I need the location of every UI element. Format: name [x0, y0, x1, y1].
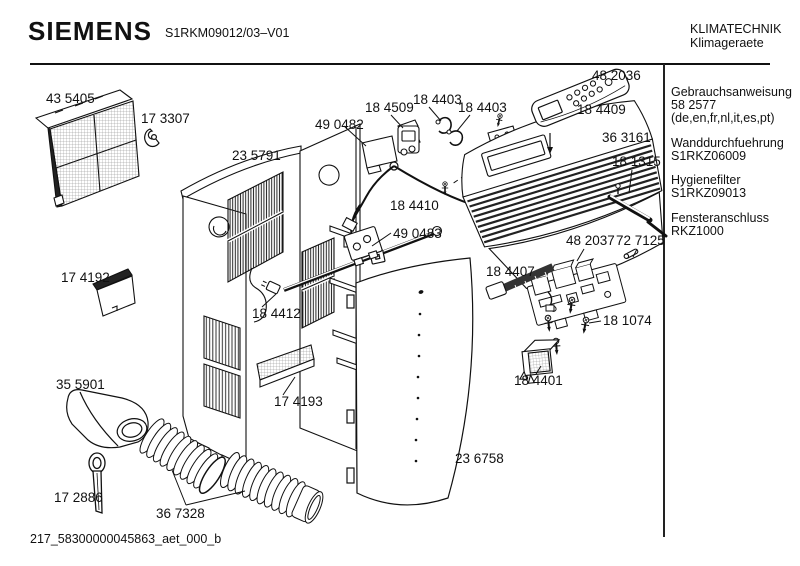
part-label: 17 3307	[141, 111, 190, 126]
part-drawing-ribbon-cable	[485, 263, 555, 312]
part-label: 48 2037	[566, 233, 615, 248]
part-drawing-filter-grid	[34, 89, 140, 208]
part-label: 49 0482	[315, 117, 364, 132]
part-label: 17 4192	[61, 270, 110, 285]
division-subtitle: Klimageraete	[690, 36, 764, 50]
part-label: 36 7328	[156, 506, 205, 521]
accessory-name: Fensteranschluss	[671, 210, 769, 225]
part-label: 18 4401	[514, 373, 563, 388]
part-label: 18 4509	[365, 100, 414, 115]
part-label: 49 0483	[393, 226, 442, 241]
division-block: KLIMATECHNIK Klimageraete	[690, 22, 781, 50]
part-drawing-hose-1	[139, 418, 226, 494]
part-drawing-bracket-plate	[361, 135, 398, 175]
part-drawing-sensor-bracket	[397, 125, 420, 156]
part-drawing-wire-harness	[341, 161, 488, 248]
part-label: 36 3161	[602, 130, 651, 145]
part-drawing-flap	[92, 268, 136, 317]
accessory-code: 58 2577	[671, 98, 717, 112]
accessory-code: S1RKZ06009	[671, 148, 747, 163]
drawing-code: 217_58300000045863_aet_000_b	[30, 532, 222, 546]
part-drawing-transformer	[518, 339, 561, 384]
part-drawing-hose-2	[220, 451, 324, 524]
part-drawing-tray	[256, 344, 315, 388]
accessories-panel: Gebrauchsanweisung 58 2577 (de,en,fr,nl,…	[671, 86, 796, 249]
part-drawing-front-panel	[346, 249, 474, 506]
accessory-code: S1RKZ09013	[671, 186, 747, 200]
division-title: KLIMATECHNIK	[690, 22, 782, 36]
part-drawing-hook-a	[435, 116, 452, 134]
part-drawing-remote-control	[531, 68, 630, 127]
part-label: 48 2036	[592, 68, 641, 83]
accessory-code: RKZ1000	[671, 223, 724, 238]
part-label: 23 5791	[232, 148, 281, 163]
part-drawing-knob-plate	[343, 226, 383, 267]
part-drawing-strap	[88, 452, 106, 514]
accessory-name: Wanddurchfuehrung	[671, 135, 784, 150]
alignment-arrow	[547, 133, 553, 154]
accessory-item: Fensteranschluss RKZ1000	[671, 210, 796, 238]
part-label: 18 1315	[612, 154, 661, 169]
accessories-divider	[663, 64, 665, 537]
part-drawing-top-cover	[461, 100, 664, 289]
part-label: 72 7125	[616, 233, 665, 248]
siemens-logo: SIEMENS	[28, 16, 153, 46]
part-drawing-rod-1315	[607, 183, 668, 238]
part-label: 23 6758	[455, 451, 504, 466]
accessory-item: Gebrauchsanweisung 58 2577 (de,en,fr,nl,…	[671, 86, 796, 125]
part-label: 18 4410	[390, 198, 439, 213]
part-label: 17 4193	[274, 394, 323, 409]
part-label: 43 5405	[46, 91, 95, 106]
part-labels: 43 5405 17 3307 23 5791 49 0482 18 4509 …	[46, 68, 665, 521]
part-label: 18 1074	[603, 313, 652, 328]
part-drawing-pin	[623, 248, 639, 259]
part-label: 18 4407	[486, 264, 535, 279]
part-drawing-duct-elbow	[66, 389, 149, 449]
part-label: 18 4403	[458, 100, 507, 115]
part-label: 18 4403	[413, 92, 462, 107]
leader-lines	[171, 106, 638, 506]
accessory-name: Hygienefilter	[671, 173, 741, 187]
accessory-note: (de,en,fr,nl,it,es,pt)	[671, 111, 775, 125]
part-drawing-hook-b	[446, 129, 464, 146]
part-label: 18 4412	[252, 306, 301, 321]
accessory-name: Gebrauchsanweisung	[671, 85, 792, 99]
part-label: 35 5901	[56, 377, 105, 392]
header-rule	[30, 63, 770, 65]
part-drawing-clip	[144, 128, 160, 148]
part-label: 18 4409	[577, 102, 626, 117]
accessory-item: Wanddurchfuehrung S1RKZ06009	[671, 135, 796, 163]
document-number: S1RKM09012/03–V01	[165, 26, 290, 40]
accessory-item: Hygienefilter S1RKZ09013	[671, 174, 796, 200]
part-label: 17 2886	[54, 490, 103, 505]
